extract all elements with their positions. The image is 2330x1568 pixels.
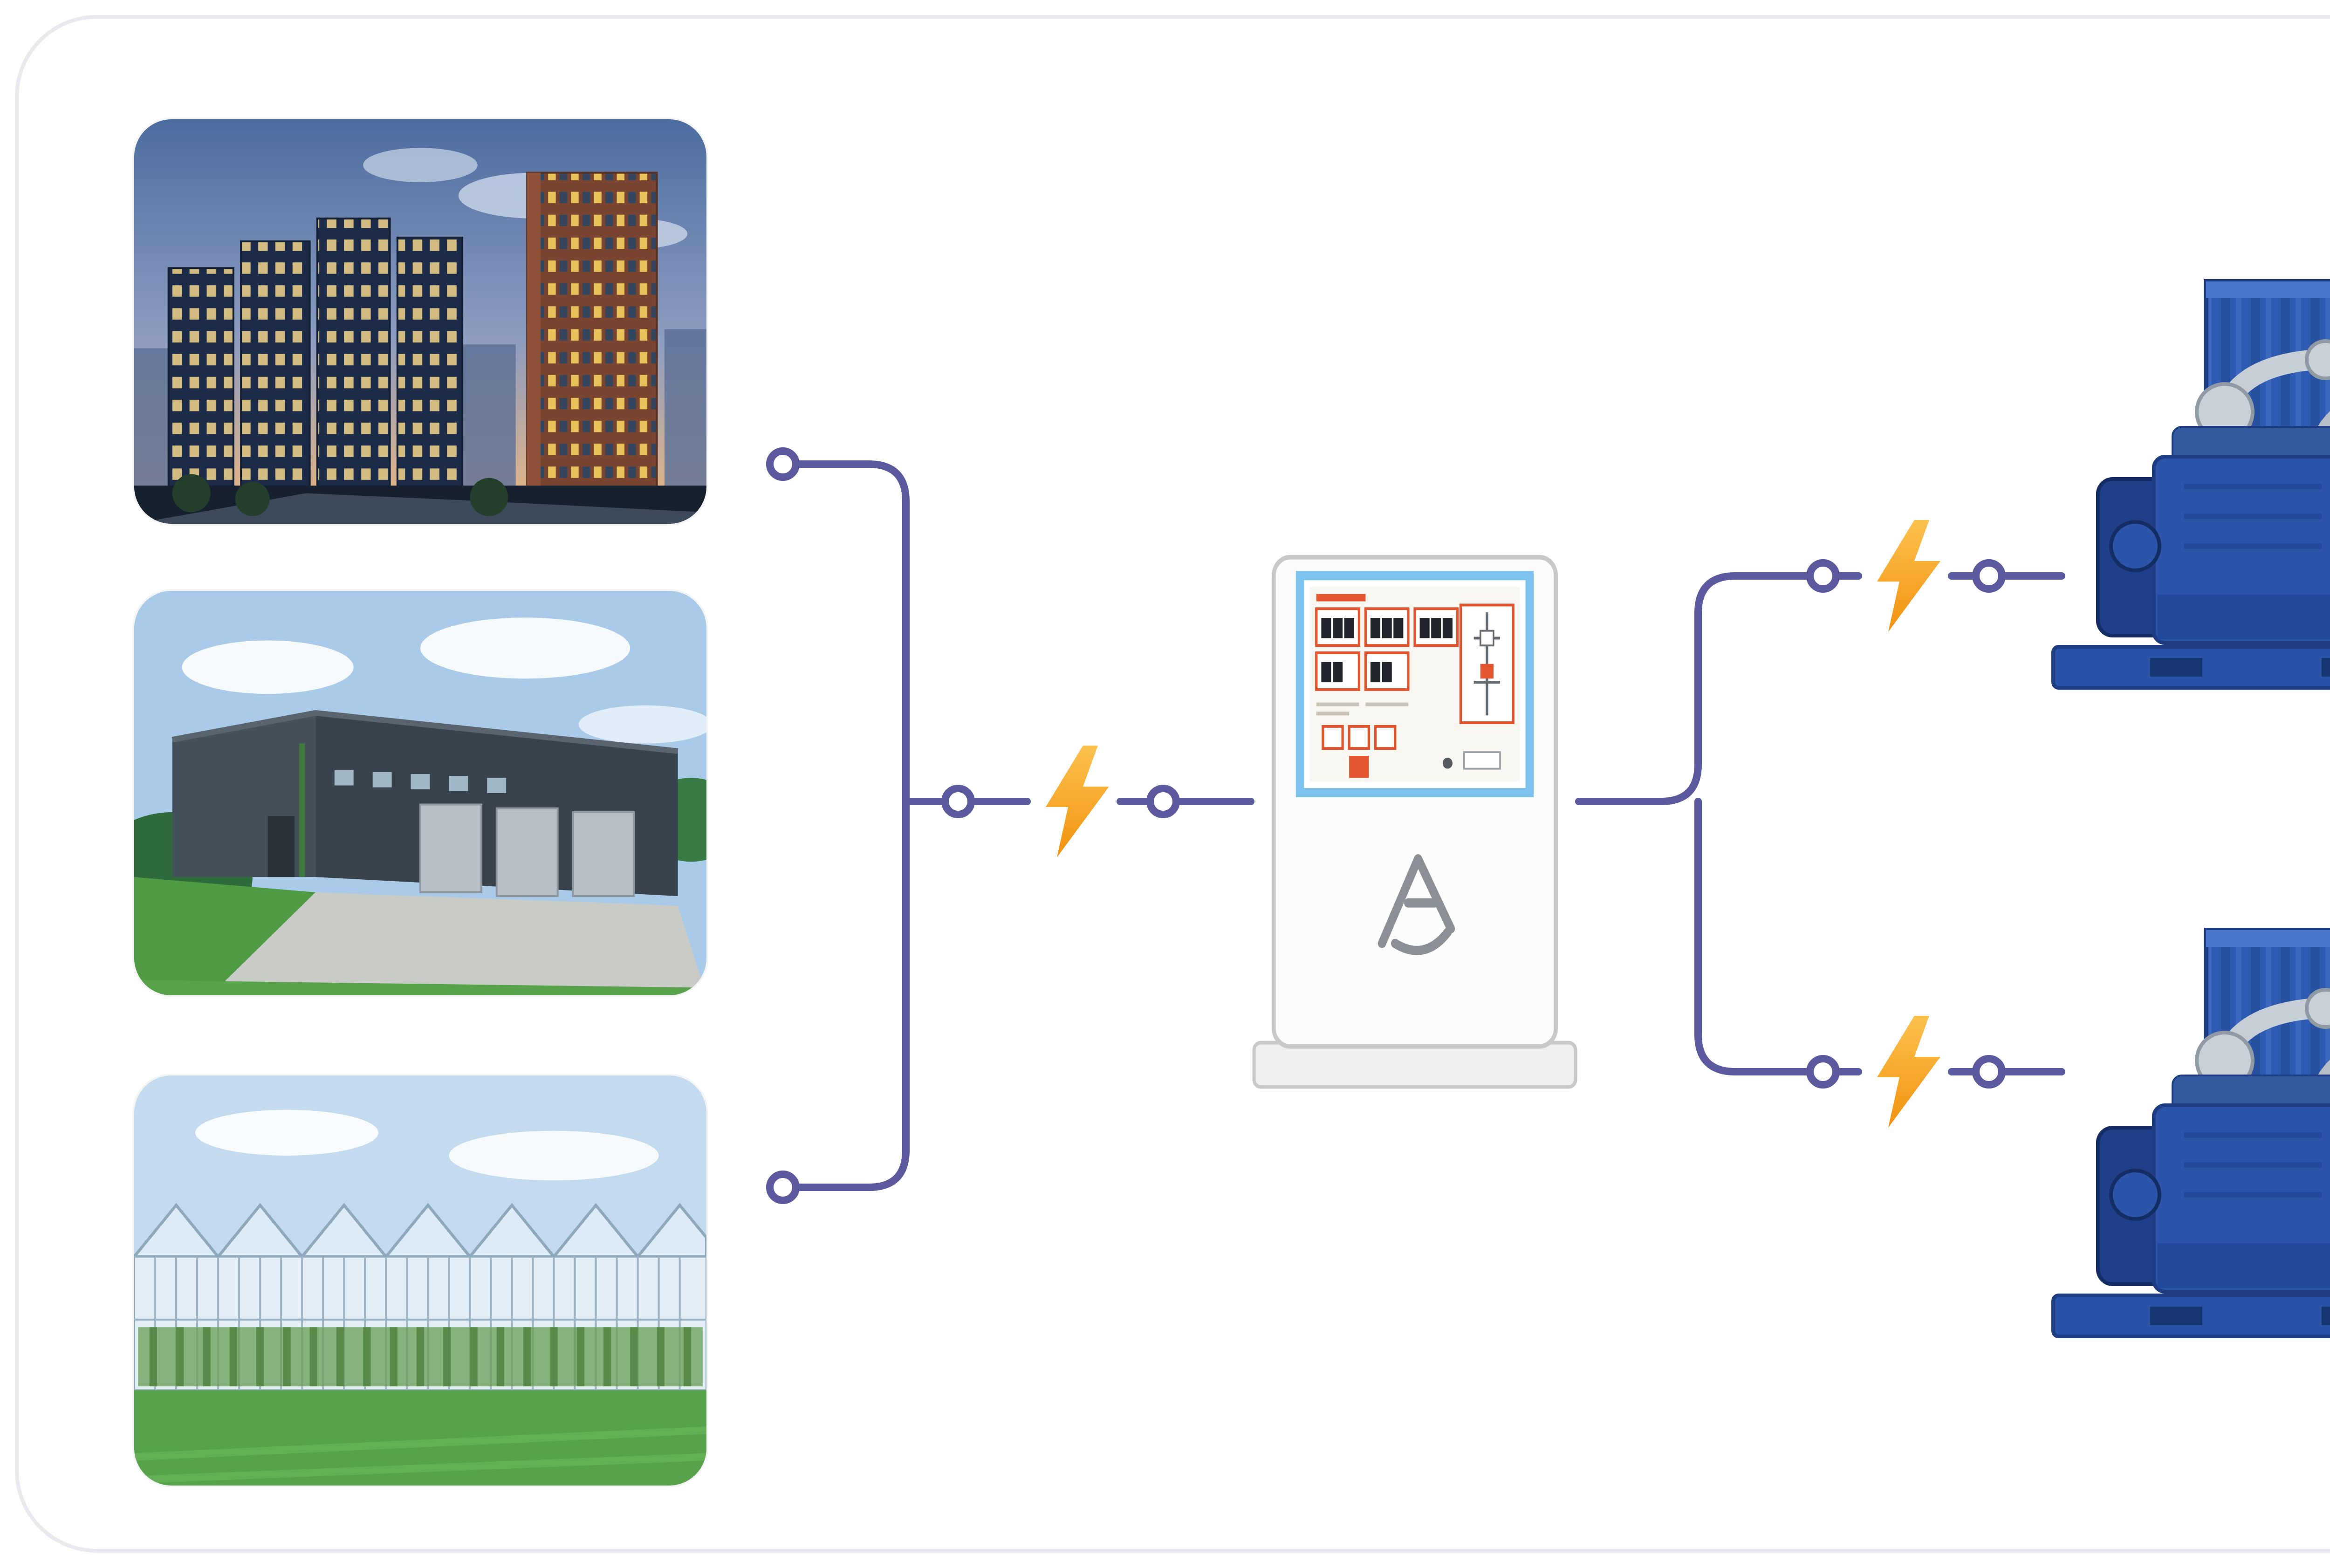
diagram-card: [15, 15, 2330, 1553]
connector-node: [1806, 559, 1840, 593]
diesel-genset-2: [2039, 911, 2330, 1355]
residential-complex-photo: [134, 119, 706, 524]
connector-node: [941, 785, 975, 818]
control-screen: [1295, 571, 1534, 797]
lightning-icon: [1877, 1016, 1940, 1128]
greenhouse-complex-photo: [134, 1075, 706, 1486]
cabinet-base: [1252, 1041, 1577, 1089]
ats-control-cabinet: [1251, 550, 1579, 1102]
connector-line: [1694, 798, 1814, 1075]
brand-logo: [1377, 854, 1455, 955]
lightning-icon: [1046, 746, 1109, 857]
industrial-building-photo: [134, 591, 706, 995]
lightning-icon: [1877, 520, 1940, 632]
connector-node: [1972, 1055, 2006, 1089]
connector-line: [1575, 572, 1814, 805]
connector-node: [1972, 559, 2006, 593]
connector-node: [766, 1171, 800, 1204]
connector-line: [792, 460, 910, 1191]
connector-node: [766, 447, 800, 481]
connector-node: [1806, 1055, 1840, 1089]
diesel-genset-1: [2039, 263, 2330, 706]
connector-node: [1146, 785, 1180, 818]
